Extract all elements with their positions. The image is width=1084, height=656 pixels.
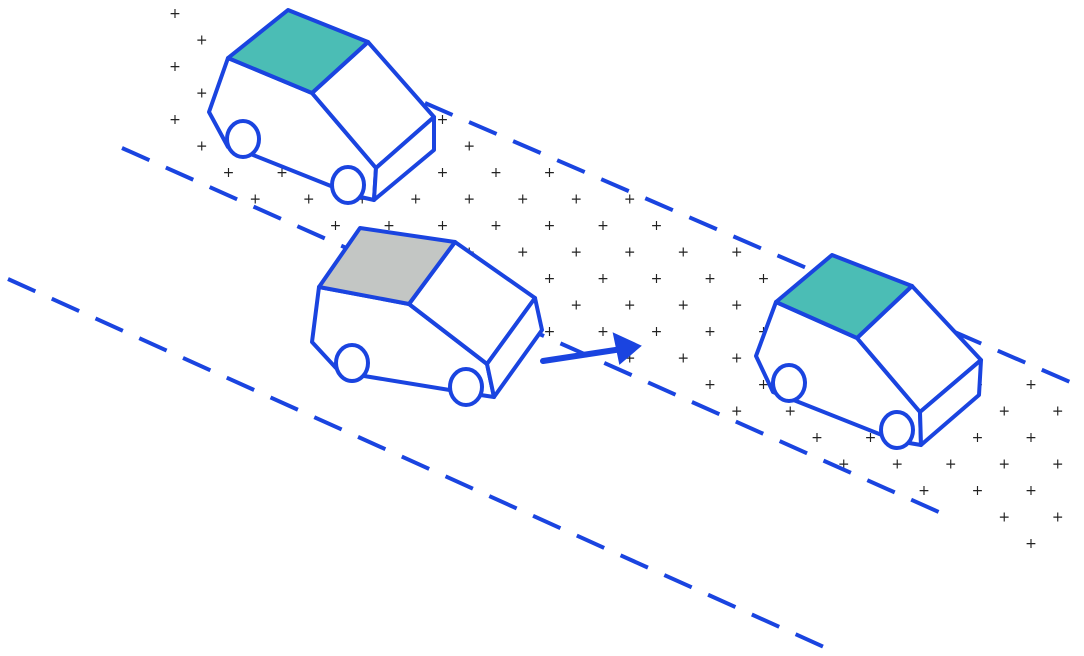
grid-mark: + xyxy=(731,404,743,420)
grid-mark: + xyxy=(169,59,181,75)
car-wheel-front xyxy=(448,367,484,407)
parked-car-top-left xyxy=(207,8,436,205)
lane-line-upper xyxy=(424,101,1084,390)
grid-mark: + xyxy=(1025,377,1037,393)
lane-change-arrow xyxy=(540,332,642,365)
car-front xyxy=(372,115,436,202)
grid-mark: + xyxy=(463,192,475,208)
car-wheel-front xyxy=(879,410,915,450)
grid-mark: + xyxy=(891,457,903,473)
grid-mark: + xyxy=(597,324,609,340)
car-roof xyxy=(317,226,457,306)
grid-mark: + xyxy=(544,218,556,234)
grid-mark: + xyxy=(437,165,449,181)
grid-mark: + xyxy=(651,218,663,234)
car-wheel-rear xyxy=(771,363,807,403)
grid-mark: + xyxy=(356,192,368,208)
grid-mark: + xyxy=(918,483,930,499)
grid-mark: + xyxy=(1025,430,1037,446)
lane-line-lower xyxy=(7,277,836,654)
grid-mark: + xyxy=(704,324,716,340)
grid-mark: + xyxy=(410,192,422,208)
grid-mark: + xyxy=(784,404,796,420)
grid-mark: + xyxy=(677,245,689,261)
grid-mark: + xyxy=(169,6,181,22)
grid-mark: + xyxy=(463,139,475,155)
grid-mark: + xyxy=(544,271,556,287)
grid-mark: + xyxy=(704,377,716,393)
grid-mark: + xyxy=(517,245,529,261)
grid-mark: + xyxy=(677,351,689,367)
car-roof xyxy=(774,253,914,340)
grid-mark: + xyxy=(597,218,609,234)
grid-mark: + xyxy=(303,192,315,208)
grid-mark: + xyxy=(544,165,556,181)
grid-mark: + xyxy=(624,192,636,208)
grid-mark: + xyxy=(731,351,743,367)
grid-mark: + xyxy=(758,271,770,287)
grid-mark: + xyxy=(865,430,877,446)
merging-car-center xyxy=(310,226,544,407)
car-wheel-rear xyxy=(334,343,370,383)
grid-mark: + xyxy=(597,271,609,287)
grid-mark: + xyxy=(624,351,636,367)
arrow-shaft xyxy=(540,346,625,364)
grid-mark: + xyxy=(544,324,556,340)
grid-mark: + xyxy=(1025,536,1037,552)
grid-mark: + xyxy=(998,404,1010,420)
grid-mark: + xyxy=(196,86,208,102)
grid-mark: + xyxy=(704,271,716,287)
grid-mark: + xyxy=(838,457,850,473)
grid-mark: + xyxy=(651,271,663,287)
grid-mark: + xyxy=(1052,404,1064,420)
arrow-right-icon xyxy=(612,332,642,365)
grid-mark: + xyxy=(758,377,770,393)
car-roof xyxy=(226,8,370,95)
grid-mark: + xyxy=(570,298,582,314)
grid-mark: + xyxy=(517,192,529,208)
grid-mark: + xyxy=(1052,457,1064,473)
grid-mark: + xyxy=(570,245,582,261)
grid-mark: + xyxy=(945,457,957,473)
grid-mark: + xyxy=(731,245,743,261)
grid-mark: + xyxy=(677,298,689,314)
grid-mark: + xyxy=(437,218,449,234)
grid-mark: + xyxy=(972,483,984,499)
grid-mark: + xyxy=(1025,483,1037,499)
grid-mark: + xyxy=(731,298,743,314)
grid-mark: + xyxy=(972,430,984,446)
grid-mark: + xyxy=(998,457,1010,473)
parked-car-right xyxy=(754,253,983,450)
grid-mark: + xyxy=(811,430,823,446)
grid-mark: + xyxy=(196,139,208,155)
grid-mark: + xyxy=(223,165,235,181)
grid-mark: + xyxy=(330,218,342,234)
car-wheel-rear xyxy=(225,119,261,159)
grid-mark: + xyxy=(249,192,261,208)
grid-mark: + xyxy=(383,218,395,234)
car-front xyxy=(485,296,544,399)
grid-mark: + xyxy=(651,324,663,340)
grid-mark: + xyxy=(998,510,1010,526)
grid-mark: + xyxy=(169,112,181,128)
car-wheel-front xyxy=(330,165,366,205)
grid-mark: + xyxy=(490,218,502,234)
grid-mark: + xyxy=(1052,510,1064,526)
grid-mark: + xyxy=(276,165,288,181)
grid-mark: + xyxy=(490,165,502,181)
grid-mark: + xyxy=(624,245,636,261)
grid-mark: + xyxy=(437,112,449,128)
grid-mark: + xyxy=(624,298,636,314)
grid-mark: + xyxy=(570,192,582,208)
grid-mark: + xyxy=(196,33,208,49)
car-front xyxy=(918,358,983,447)
